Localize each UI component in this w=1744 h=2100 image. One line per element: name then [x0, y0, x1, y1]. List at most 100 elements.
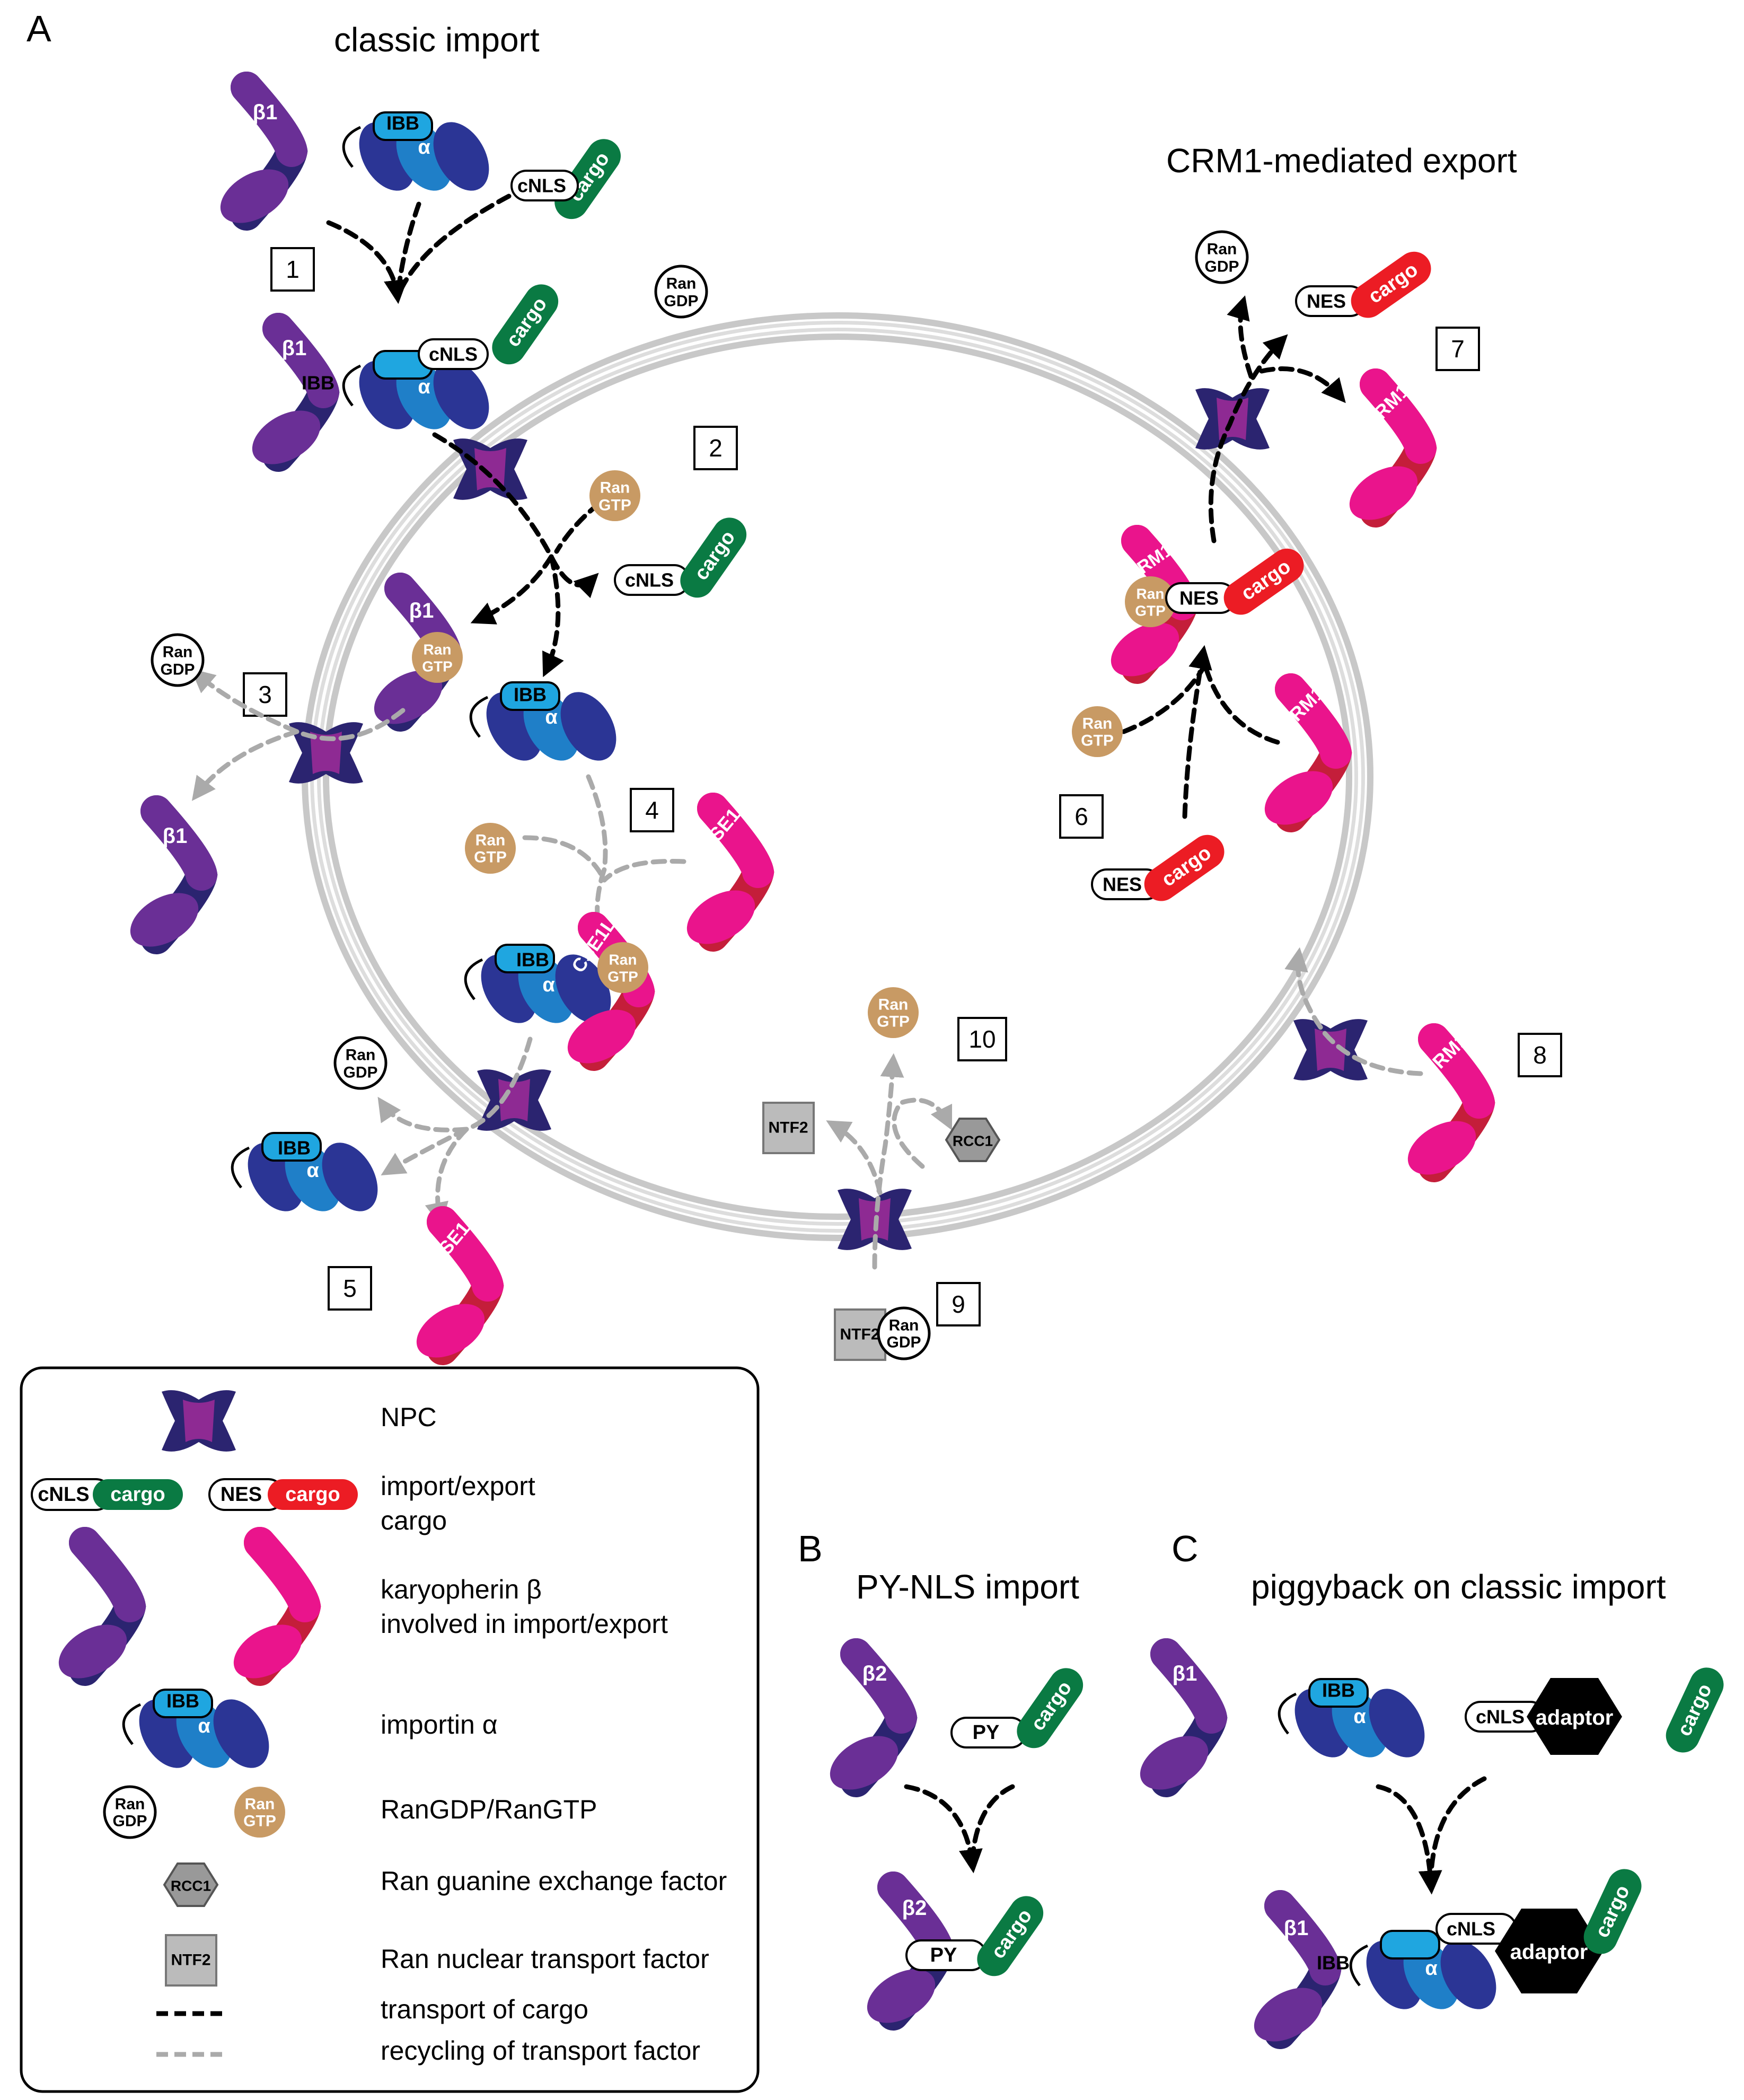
svg-text:β2: β2 [902, 1896, 927, 1920]
recycling-arrow [602, 858, 686, 883]
svg-text:IBB: IBB [1317, 1952, 1350, 1974]
cnls-tag: cNLS [510, 170, 579, 201]
svg-text:β2: β2 [862, 1662, 887, 1685]
svg-text:GTP: GTP [474, 849, 507, 866]
step-6: 6 [1059, 794, 1104, 839]
recycling-arrow [191, 729, 300, 801]
svg-text:RCC1: RCC1 [171, 1878, 211, 1894]
importin-alpha-nuclear: IBB α [471, 682, 628, 770]
svg-text:IBB: IBB [516, 949, 549, 971]
svg-text:recycling of transport factor: recycling of transport factor [381, 2036, 700, 2066]
svg-text:PY: PY [973, 1721, 1000, 1744]
svg-text:cargo: cargo [285, 1483, 340, 1506]
crm1-recycled: CRM1 [1340, 380, 1426, 531]
title-py-import: PY-NLS import [856, 1568, 1079, 1606]
svg-text:8: 8 [1533, 1041, 1547, 1069]
svg-text:GDP: GDP [664, 293, 698, 310]
svg-text:β1: β1 [1284, 1917, 1309, 1940]
svg-text:GDP: GDP [886, 1334, 921, 1351]
svg-text:Ran: Ran [163, 644, 193, 661]
svg-text:GDP: GDP [160, 661, 195, 679]
piggyback-complex: β1 IBB α cNLS cargo adaptor [1245, 1869, 1642, 2052]
svg-text:PY: PY [930, 1944, 957, 1966]
rcc1-icon [163, 1862, 219, 1907]
svg-text:GTP: GTP [877, 1013, 910, 1031]
svg-text:involved in import/export: involved in import/export [381, 1609, 668, 1639]
svg-text:NPC: NPC [381, 1402, 437, 1432]
recycling-arrow [1284, 947, 1423, 1076]
crm1-free: CRM1 [1255, 682, 1342, 836]
svg-text:cargo: cargo [381, 1506, 447, 1535]
svg-text:cargo: cargo [110, 1483, 165, 1506]
ntf2: NTF2 [762, 1102, 815, 1154]
svg-text:cNLS: cNLS [625, 569, 674, 591]
svg-text:α: α [542, 974, 554, 996]
svg-text:Ran: Ran [475, 832, 506, 849]
cargo-c: cargo [1666, 1667, 1724, 1753]
svg-text:GDP: GDP [343, 1064, 377, 1082]
title-classic-import: classic import [334, 21, 540, 59]
svg-text:NTF2: NTF2 [840, 1326, 880, 1343]
rcc1-icon: RCC1 [945, 1118, 1001, 1162]
transport-arrow [542, 554, 564, 678]
svg-text:cNLS: cNLS [1447, 1918, 1495, 1940]
rangtp: Ran GTP [1072, 706, 1123, 757]
recycling-arrow [892, 1097, 953, 1169]
step-9: 9 [936, 1282, 981, 1326]
title-piggyback: piggyback on classic import [1251, 1568, 1666, 1606]
importin-alpha-recycled: IBB α [232, 1133, 389, 1221]
cse1l-recycled: CSE1L [407, 1208, 494, 1368]
transport-arrow [1203, 665, 1280, 745]
legend: NPC cNLS cargo NES cargo import/export c… [20, 1366, 760, 2093]
panel-label-a: A [27, 8, 51, 49]
rangdp: Ran GDP [656, 266, 707, 317]
svg-text:Ran: Ran [666, 275, 697, 293]
rangdp: Ran GDP [1196, 232, 1247, 283]
svg-text:GTP: GTP [607, 969, 638, 985]
rangtp: Ran GTP [868, 987, 919, 1038]
transport-arrow [1259, 366, 1346, 403]
recycling-arrow [826, 1120, 883, 1196]
transport-arrow [1182, 645, 1212, 819]
karyopherin-beta2: β2 [821, 1654, 907, 1800]
svg-text:adaptor: adaptor [1536, 1706, 1614, 1729]
svg-text:4: 4 [645, 796, 659, 824]
rangtp: Ran GTP [589, 470, 640, 521]
ntf2-rangdp: NTF2 Ran GDP [834, 1308, 929, 1361]
svg-text:α: α [1425, 1957, 1437, 1980]
svg-text:RCC1: RCC1 [953, 1133, 993, 1149]
title-crm1-export: CRM1-mediated export [1166, 142, 1517, 180]
nes-cargo-released: NES cargo [1295, 251, 1431, 318]
svg-text:IBB: IBB [514, 684, 547, 706]
recycling-arrow [586, 774, 608, 930]
svg-text:Ran: Ran [1207, 241, 1237, 258]
svg-text:5: 5 [343, 1275, 357, 1302]
svg-text:α: α [545, 706, 557, 728]
svg-text:NTF2: NTF2 [171, 1952, 211, 1969]
transport-arrow [432, 432, 599, 599]
transport-arrow [1227, 295, 1254, 379]
transport-arrow [554, 501, 602, 554]
rangdp: Ran GDP [335, 1038, 386, 1088]
svg-text:α: α [1353, 1706, 1366, 1728]
transport-arrow [395, 194, 512, 300]
svg-text:Ran: Ran [115, 1796, 145, 1813]
transport-arrow [470, 554, 554, 625]
panel-label-b: B [798, 1528, 823, 1569]
beta1-rangtp: β1 Ran GTP [365, 588, 463, 735]
npc-icon [1293, 1019, 1368, 1080]
rangdp: Ran GDP [152, 635, 203, 686]
svg-text:NES: NES [221, 1483, 262, 1506]
transport-arrow [970, 1784, 1015, 1858]
svg-text:α: α [198, 1715, 210, 1737]
svg-text:β1: β1 [1173, 1662, 1197, 1685]
step-2: 2 [693, 426, 738, 470]
svg-text:adaptor: adaptor [1510, 1940, 1588, 1964]
svg-text:7: 7 [1451, 335, 1465, 363]
svg-text:Ran nuclear transport factor: Ran nuclear transport factor [381, 1944, 709, 1974]
svg-text:Ran: Ran [609, 952, 637, 968]
svg-text:β1: β1 [409, 599, 434, 622]
step-5: 5 [328, 1266, 372, 1311]
svg-text:RanGDP/RanGTP: RanGDP/RanGTP [381, 1795, 597, 1824]
